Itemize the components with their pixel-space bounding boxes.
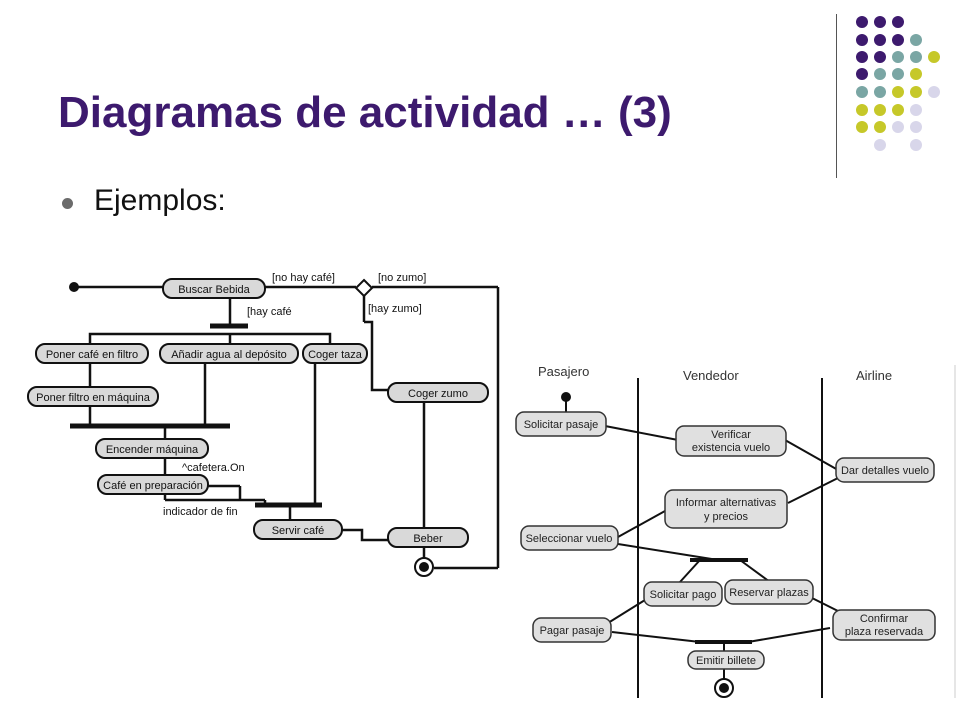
action-coger-zumo: Coger zumo	[408, 388, 468, 400]
action-confirmar-line2: plaza reservada	[845, 626, 924, 638]
lane-vendedor: Vendedor	[683, 368, 739, 383]
action-informar-line1: Informar alternativas	[676, 497, 777, 509]
guard-no-zumo: [no zumo]	[378, 272, 426, 284]
action-verificar-line2: existencia vuelo	[692, 442, 770, 454]
action-anadir-agua: Añadir agua al depósito	[171, 349, 287, 361]
lane-pasajero: Pasajero	[538, 364, 589, 379]
action-beber: Beber	[413, 533, 443, 545]
label-indicador-fin: indicador de fin	[163, 506, 238, 518]
action-pagar-pasaje: Pagar pasaje	[540, 625, 605, 637]
guard-no-hay-cafe: [no hay café]	[272, 272, 335, 284]
action-encender-maquina: Encender máquina	[106, 444, 199, 456]
guard-hay-zumo: [hay zumo]	[368, 303, 422, 315]
slide-title: Diagramas de actividad … (3)	[58, 88, 672, 137]
swimlane-diagram-pasaje: Pasajero Vendedor Airline Solicitar pasa…	[508, 355, 960, 705]
action-poner-cafe-filtro: Poner café en filtro	[46, 349, 138, 361]
action-poner-filtro-maquina: Poner filtro en máquina	[36, 392, 151, 404]
action-buscar-bebida: Buscar Bebida	[178, 284, 250, 296]
action-coger-taza: Coger taza	[308, 349, 363, 361]
bullet-text: Ejemplos:	[94, 184, 226, 217]
action-servir-cafe: Servir café	[272, 525, 325, 537]
lane-airline: Airline	[856, 368, 892, 383]
action-solicitar-pago: Solicitar pago	[650, 589, 717, 601]
decorative-vertical-line	[836, 14, 837, 178]
activity-diagram-bebida: Buscar Bebida Poner café en filtro Añadi…	[27, 272, 500, 577]
signal-cafetera-on: ^cafetera.On	[182, 462, 245, 474]
action-emitir-billete: Emitir billete	[696, 655, 756, 667]
action-solicitar-pasaje: Solicitar pasaje	[524, 419, 599, 431]
guard-hay-cafe: [hay café	[247, 306, 292, 318]
action-cafe-preparacion: Café en preparación	[103, 480, 203, 492]
bullet-icon	[62, 198, 73, 209]
action-seleccionar-vuelo: Seleccionar vuelo	[526, 533, 613, 545]
action-confirmar-line1: Confirmar	[860, 613, 909, 625]
action-verificar-line1: Verificar	[711, 429, 751, 441]
action-dar-detalles: Dar detalles vuelo	[841, 465, 929, 477]
action-reservar-plazas: Reservar plazas	[729, 587, 809, 599]
action-informar-line2: y precios	[704, 511, 749, 523]
